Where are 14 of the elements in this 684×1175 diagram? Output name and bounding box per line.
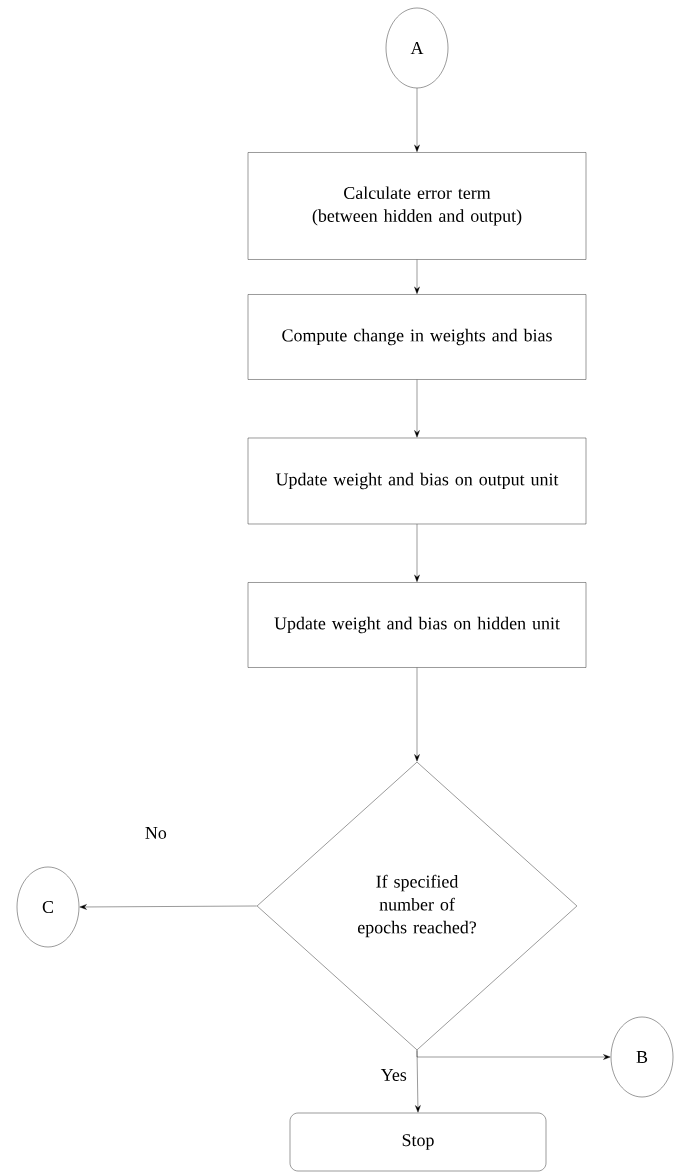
arrow xyxy=(414,88,420,152)
process-box: Calculate error term (between hidden and output) xyxy=(247,152,587,260)
edge-label: Yes xyxy=(379,1068,408,1082)
arrow xyxy=(416,1050,611,1060)
process-box: Update weight and bias on output unit xyxy=(247,437,587,525)
arrow xyxy=(414,259,420,294)
arrow xyxy=(414,667,420,762)
arrow xyxy=(414,524,420,582)
process-box: Compute change in weights and bias xyxy=(247,294,587,380)
arrow xyxy=(414,379,420,438)
edge-label: No xyxy=(143,826,168,840)
terminal-box: Stop xyxy=(289,1112,547,1172)
arrow xyxy=(79,904,257,910)
process-box: Update weight and bias on hidden unit xyxy=(247,582,587,668)
